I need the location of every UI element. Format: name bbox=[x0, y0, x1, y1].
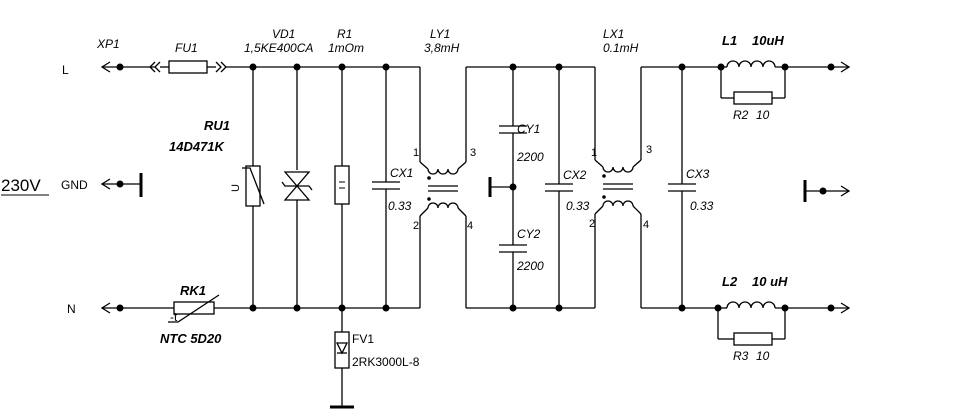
terminal-label-n: N bbox=[67, 302, 76, 316]
resistor-r2-value: 10 bbox=[756, 108, 770, 122]
gas-arrester-fv1-ref: FV1 bbox=[352, 332, 374, 346]
choke-ly1-pin-1: 1 bbox=[413, 147, 419, 159]
resistor-r1 bbox=[334, 165, 350, 205]
fuse-fu1 bbox=[168, 60, 208, 74]
choke-lx1-pin-1: 1 bbox=[591, 147, 597, 159]
choke-lx1-pin-4: 4 bbox=[643, 219, 649, 231]
choke-ly1-pin-4: 4 bbox=[467, 220, 473, 232]
resistor-r3 bbox=[733, 332, 773, 346]
gas-arrester-fv1 bbox=[334, 331, 350, 369]
svg-text:U: U bbox=[230, 184, 242, 192]
connector-xp1-label: XP1 bbox=[96, 37, 120, 51]
resistor-r2 bbox=[733, 91, 773, 105]
resistor-r2-ref: R2 bbox=[733, 108, 749, 122]
tvs-diode-vd1-lower bbox=[283, 185, 311, 201]
varistor-ru1 bbox=[245, 165, 261, 207]
thermistor-rk1-mark: -t bbox=[170, 310, 178, 324]
thermistor-rk1-slash bbox=[168, 294, 220, 323]
gas-arrester-fv1-value: 2RK3000L-8 bbox=[352, 355, 420, 369]
tvs-diode-vd1-upper bbox=[283, 171, 311, 187]
fuse-fu1-label: FU1 bbox=[175, 41, 198, 55]
resistor-r1-ref: R1 bbox=[337, 27, 352, 41]
choke-ly1-value: 3,8mH bbox=[424, 41, 460, 55]
resistor-r3-value: 10 bbox=[756, 349, 770, 363]
choke-lx1-pin-2: 2 bbox=[589, 218, 595, 230]
thermistor-rk1-value: NTC 5D20 bbox=[160, 331, 222, 346]
resistor-r1-value: 1mOm bbox=[328, 41, 364, 55]
resistor-r3-ref: R3 bbox=[733, 349, 749, 363]
voltage-label: 230V bbox=[1, 176, 41, 195]
choke-lx1-winding-bottom bbox=[602, 200, 634, 207]
inductor-l1 bbox=[726, 60, 776, 68]
connector-chevrons-1 bbox=[149, 61, 161, 73]
choke-ly1-winding-bottom bbox=[427, 202, 459, 209]
inductor-l2-ref: L2 bbox=[722, 274, 738, 289]
connector-chevrons-2 bbox=[215, 61, 227, 73]
capacitor-cy1-value: 2200 bbox=[516, 150, 544, 164]
capacitor-cx3-value: 0.33 bbox=[690, 199, 714, 213]
capacitor-cx3-ref: CX3 bbox=[686, 167, 710, 181]
choke-lx1-winding-top bbox=[602, 166, 634, 173]
capacitor-cy1-ref: CY1 bbox=[517, 122, 540, 136]
capacitor-cy2-ref: CY2 bbox=[517, 227, 541, 241]
inductor-l1-ref: L1 bbox=[722, 33, 737, 48]
inductor-l2 bbox=[726, 301, 776, 309]
varistor-ru1-ref: RU1 bbox=[204, 118, 230, 133]
capacitor-cx2-value: 0.33 bbox=[566, 199, 590, 213]
terminal-label-l: L bbox=[62, 63, 69, 77]
junction-dots bbox=[116, 63, 835, 312]
arrow-out-gnd bbox=[840, 185, 851, 197]
choke-ly1-ref: LY1 bbox=[430, 27, 450, 41]
capacitor-cx1-value: 0.33 bbox=[388, 199, 412, 213]
choke-ly1-pin-2: 2 bbox=[413, 220, 419, 232]
capacitor-cx1-ref: CX1 bbox=[390, 166, 413, 180]
tvs-vd1-ref: VD1 bbox=[272, 27, 295, 41]
choke-ly1-winding-top bbox=[427, 168, 459, 175]
thermistor-rk1-ref: RK1 bbox=[180, 283, 206, 298]
tvs-vd1-value: 1,5KE400CA bbox=[244, 41, 313, 55]
capacitor-cy2-value: 2200 bbox=[516, 259, 544, 273]
choke-lx1-pin-3: 3 bbox=[646, 144, 652, 156]
terminal-label-gnd: GND bbox=[61, 178, 88, 192]
varistor-ru1-value: 14D471K bbox=[169, 139, 226, 154]
inductor-l1-value: 10uH bbox=[752, 33, 784, 48]
choke-lx1-value: 0.1mH bbox=[603, 41, 639, 55]
inductor-l2-value: 10 uH bbox=[752, 274, 788, 289]
choke-lx1-ref: LX1 bbox=[603, 27, 624, 41]
choke-ly1-pin-3: 3 bbox=[470, 147, 476, 159]
varistor-ru1-slash bbox=[242, 167, 265, 205]
capacitor-cx2-ref: CX2 bbox=[563, 168, 587, 182]
